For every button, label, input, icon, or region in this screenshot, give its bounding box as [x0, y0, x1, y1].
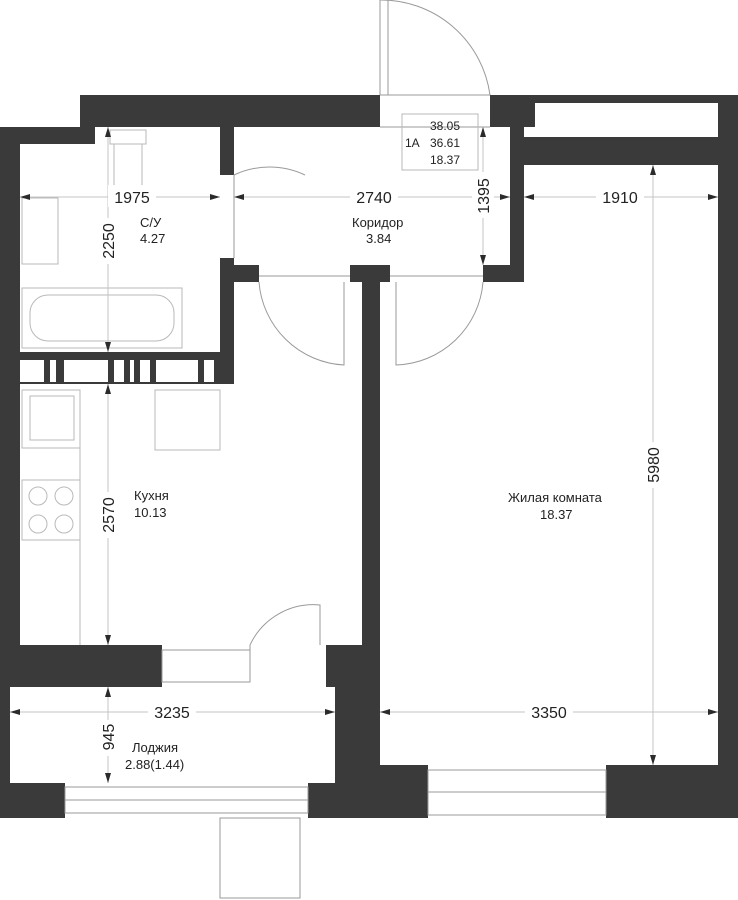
- kitchen-door-swing: [249, 604, 321, 670]
- fixtures: [21, 113, 479, 645]
- apartment-type: 1А: [405, 136, 420, 150]
- wall-top-left: [80, 95, 380, 127]
- arrow-left: [524, 194, 534, 200]
- vent-opening: [204, 360, 214, 382]
- arrow-up: [105, 384, 111, 394]
- wall-right: [718, 95, 738, 795]
- vent-opening: [20, 360, 44, 382]
- vent-opening: [64, 360, 108, 382]
- dim-corridor-width: 2740: [356, 190, 392, 207]
- bathroom-area: 4.27: [140, 231, 165, 246]
- living-door-right-swing: [395, 281, 484, 366]
- vent-opening: [114, 360, 124, 382]
- arrow-right: [708, 709, 718, 715]
- info-box: [401, 113, 479, 171]
- dim-living-width-top: 1910: [602, 190, 638, 207]
- living-area: 18.37: [540, 507, 573, 522]
- total-area: 38.05: [430, 119, 460, 133]
- wall-right-inner-top: [510, 137, 738, 165]
- living-area: 18.37: [430, 153, 460, 167]
- arrow-down: [105, 773, 111, 783]
- arrow-down: [105, 635, 111, 645]
- entrance-door-swing: [379, 0, 491, 96]
- bathtub-inner: [29, 294, 175, 342]
- living-name: Жилая комната: [508, 490, 603, 505]
- loggia-bay: [219, 817, 301, 899]
- vent-opening: [50, 360, 56, 382]
- dim-living-depth: 5980: [646, 447, 663, 483]
- vent-opening: [130, 360, 134, 382]
- wall-kitchen-bottom: [0, 645, 162, 687]
- apartment-info: 1А 38.05 36.61 18.37: [405, 119, 460, 167]
- wall-notch: [0, 127, 95, 144]
- stove-burner: [54, 514, 74, 534]
- wall-living-bottom-right: [606, 765, 738, 818]
- stove-burner: [28, 486, 48, 506]
- arrow-up: [650, 165, 656, 175]
- dim-bathroom-width: 1975: [114, 190, 150, 207]
- toilet-tank: [109, 129, 147, 145]
- kitchen-window: [161, 649, 251, 683]
- arrow-down: [105, 342, 111, 352]
- bath-sink: [21, 197, 59, 265]
- wall-loggia-bottom-right: [308, 783, 380, 818]
- dim-bathroom-depth: 2250: [101, 223, 118, 259]
- arrow-right: [325, 709, 335, 715]
- wall-loggia-left: [0, 687, 10, 787]
- room-labels: С/У 4.27 Коридор 3.84 Кухня 10.13 Жилая …: [125, 215, 603, 772]
- dim-corridor-depth: 1395: [476, 178, 493, 214]
- arrow-left: [234, 194, 244, 200]
- stove-burner: [28, 514, 48, 534]
- corridor-area: 3.84: [366, 231, 391, 246]
- dim-loggia-width: 3235: [154, 705, 190, 722]
- arrow-left: [20, 194, 30, 200]
- wall-living-bottom-left: [380, 765, 428, 818]
- arrow-left: [10, 709, 20, 715]
- bathtub: [21, 287, 183, 349]
- arrow-down: [480, 255, 486, 265]
- wall-corridor-right-step: [483, 265, 524, 282]
- bathroom-name: С/У: [140, 215, 162, 230]
- top-right-window: [538, 103, 718, 137]
- dimension-labels: 1975 2740 1910 1395 2250 2570 5980 945 3…: [97, 172, 664, 756]
- wall-bath-right-top: [220, 127, 234, 175]
- kitchen-sink-bowl: [29, 395, 75, 441]
- arrow-up: [105, 687, 111, 697]
- arrow-up: [480, 127, 486, 137]
- dim-kitchen-depth: 2570: [101, 497, 118, 533]
- wall-corridor-right: [510, 127, 524, 282]
- vent-openings: [20, 360, 214, 382]
- area-without-balcony: 36.61: [430, 136, 460, 150]
- wall-bath-corner: [234, 265, 259, 282]
- bath-door-swing: [233, 166, 306, 258]
- corridor-name: Коридор: [352, 215, 403, 230]
- arrow-left: [380, 709, 390, 715]
- kitchen-cabinet: [154, 389, 221, 451]
- kitchen-name: Кухня: [134, 488, 169, 503]
- stove: [21, 479, 81, 541]
- arrow-down: [650, 755, 656, 765]
- dim-loggia-depth: 945: [101, 724, 118, 751]
- loggia-name: Лоджия: [132, 740, 178, 755]
- dim-living-width-bottom: 3350: [531, 705, 567, 722]
- wall-loggia-bottom-left: [0, 783, 65, 818]
- arrow-right: [210, 194, 220, 200]
- arrow-right: [708, 194, 718, 200]
- vent-opening: [140, 360, 150, 382]
- stove-burner: [54, 486, 74, 506]
- wall-loggia-right: [335, 680, 380, 795]
- loggia-area: 2.88(1.44): [125, 757, 184, 772]
- living-door-left-swing: [258, 281, 345, 366]
- wall-left: [0, 127, 20, 687]
- vent-opening: [156, 360, 198, 382]
- dimension-arrows: [10, 127, 718, 783]
- arrow-up: [105, 127, 111, 137]
- arrow-right: [500, 194, 510, 200]
- wall-top-right: [490, 95, 738, 103]
- openings: [64, 0, 607, 899]
- walls: [0, 95, 738, 818]
- kitchen-area: 10.13: [134, 505, 167, 520]
- kitchen-sink: [21, 389, 81, 449]
